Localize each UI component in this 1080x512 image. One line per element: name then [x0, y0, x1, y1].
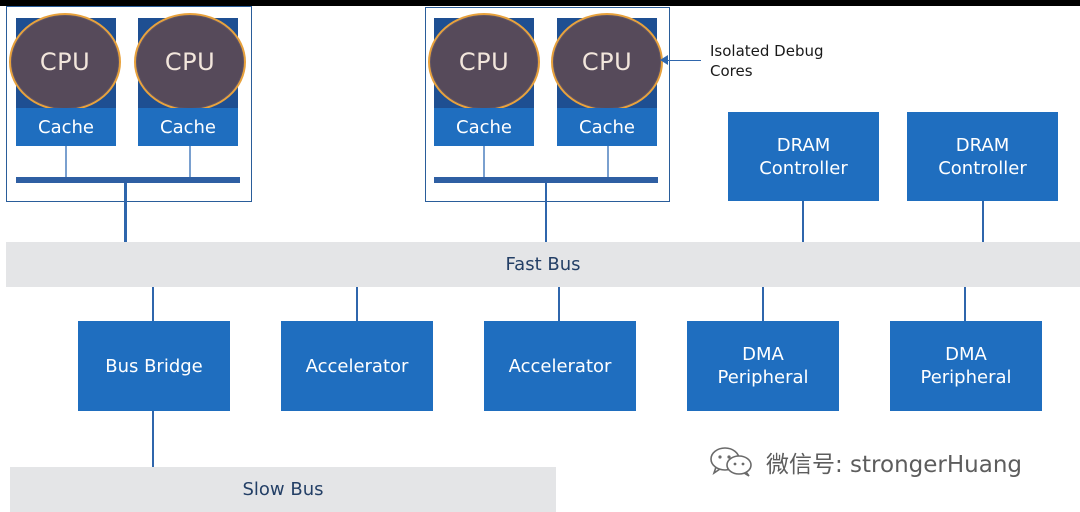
top-edge-bar — [0, 0, 1080, 6]
accelerator-2: Accelerator — [484, 321, 636, 411]
cpu-core-2a: CPU — [428, 13, 540, 111]
annotation-arrowhead — [660, 55, 668, 65]
accelerator-1-link — [356, 287, 358, 321]
dram-line-2: Controller — [759, 157, 848, 179]
dram-controller-2: DRAM Controller — [907, 112, 1058, 201]
annotation-line-1: Isolated Debug — [710, 42, 824, 60]
dma-peripheral-2: DMA Peripheral — [890, 321, 1042, 411]
dma-1-link — [762, 287, 764, 321]
peripheral-line-2: Peripheral — [920, 367, 1012, 388]
dram-line-1: DRAM — [776, 134, 831, 156]
dma-peripheral-1: DMA Peripheral — [687, 321, 839, 411]
cache-label: Cache — [38, 116, 94, 138]
cache-label: Cache — [579, 116, 635, 138]
bus-bridge-link — [152, 287, 154, 321]
peripheral-line-1: Accelerator — [305, 355, 409, 377]
peripheral-line-1: Accelerator — [508, 355, 612, 377]
cache-block-2a: Cache — [434, 108, 534, 146]
annotation-line-2: Cores — [710, 62, 753, 80]
cpu-core-1a: CPU — [9, 13, 121, 111]
dma-2-link — [964, 287, 966, 321]
dram-controller-1: DRAM Controller — [728, 112, 879, 201]
annotation-arrow-line — [667, 60, 701, 61]
cache-wire-1a — [65, 146, 67, 178]
cpu-cluster-1 — [6, 6, 252, 202]
cpu-core-2b: CPU — [551, 13, 663, 111]
peripheral-line-1: DMA — [742, 344, 784, 365]
cache-wire-2a — [483, 146, 485, 178]
peripheral-line-1: DMA — [945, 344, 987, 365]
watermark: 微信号: strongerHuang — [708, 446, 1022, 478]
cpu-core-1b: CPU — [134, 13, 246, 111]
slow-bus: Slow Bus — [10, 467, 556, 512]
cluster-local-bus-1 — [16, 177, 240, 183]
cpu-cluster-2-isolated — [425, 7, 670, 202]
dram-2-link — [982, 201, 984, 242]
dram-line-1: DRAM — [955, 134, 1010, 156]
slow-bus-label: Slow Bus — [242, 479, 324, 500]
cache-wire-2b — [607, 146, 609, 178]
cache-block-1a: Cache — [16, 108, 116, 146]
cpu-label: CPU — [458, 48, 510, 76]
cluster-2-uplink — [545, 183, 547, 242]
cache-wire-1b — [189, 146, 191, 178]
cluster-local-bus-2 — [434, 177, 658, 183]
accelerator-1: Accelerator — [281, 321, 433, 411]
dram-1-link — [802, 201, 804, 242]
fast-bus-label: Fast Bus — [505, 254, 581, 275]
fast-bus: Fast Bus — [6, 242, 1080, 287]
dram-line-2: Controller — [938, 157, 1027, 179]
cache-block-2b: Cache — [557, 108, 657, 146]
cpu-label: CPU — [581, 48, 633, 76]
cpu-label: CPU — [164, 48, 216, 76]
isolated-debug-cores-label: Isolated Debug Cores — [710, 41, 824, 81]
watermark-text: 微信号: strongerHuang — [766, 452, 1023, 478]
wechat-icon — [710, 447, 752, 477]
peripheral-line-1: Bus Bridge — [105, 355, 203, 377]
cpu-label: CPU — [39, 48, 91, 76]
cache-label: Cache — [456, 116, 512, 138]
bridge-to-slow-bus-link — [152, 411, 154, 467]
accelerator-2-link — [558, 287, 560, 321]
cluster-1-uplink — [124, 183, 127, 242]
bus-bridge: Bus Bridge — [78, 321, 230, 411]
cache-block-1b: Cache — [138, 108, 238, 146]
peripheral-line-2: Peripheral — [717, 367, 809, 388]
cache-label: Cache — [160, 116, 216, 138]
